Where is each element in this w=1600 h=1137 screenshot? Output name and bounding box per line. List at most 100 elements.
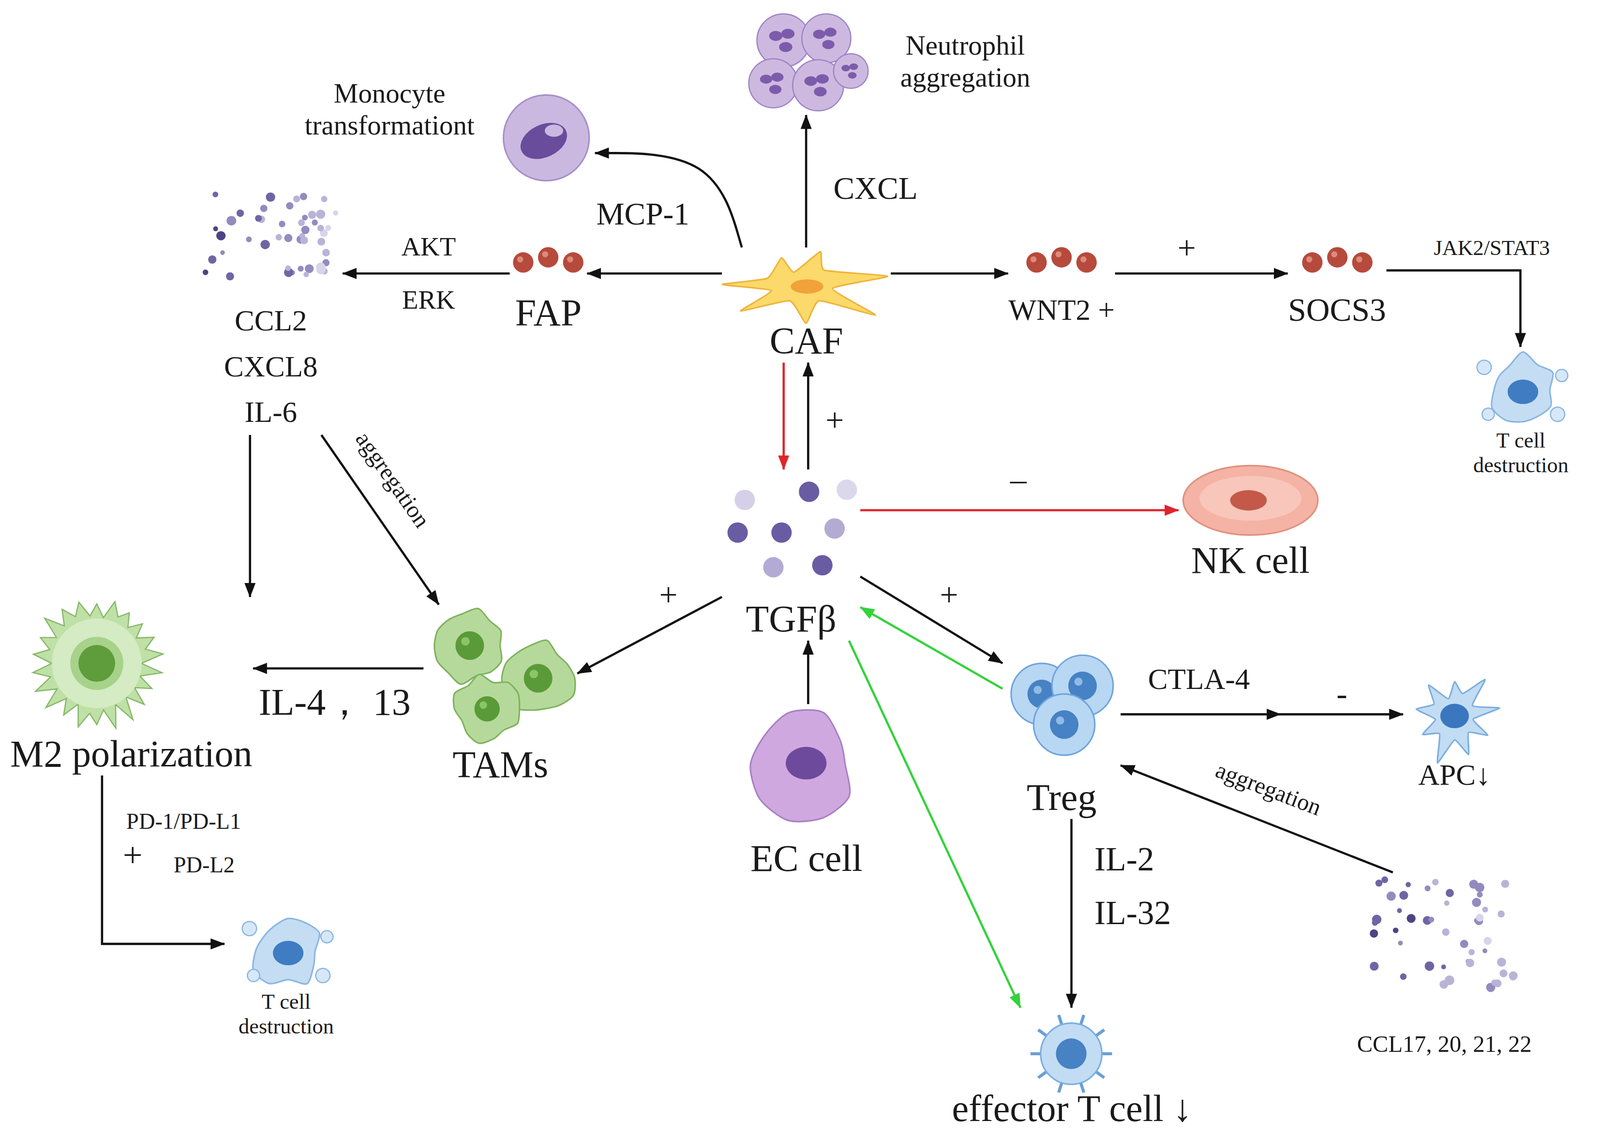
node-label: T cell destruction: [224, 989, 348, 1040]
node-label: Monocyte transformationt: [287, 77, 492, 141]
cell-node: WNT2 +: [1008, 239, 1116, 328]
tcell-fragment: [1555, 369, 1568, 382]
chemokine-dot: [1442, 928, 1450, 936]
cell-node: TGFβ: [721, 469, 861, 641]
chemokine-dot: [1428, 916, 1435, 923]
molecule-highlight: [1330, 251, 1338, 258]
chemokine-dot: [1381, 876, 1389, 884]
chemokine-dot: [1482, 948, 1488, 954]
molecule-highlight: [1305, 256, 1313, 263]
chemokine-dot: [1386, 891, 1396, 901]
tcell-icon: [1469, 346, 1572, 429]
edge-label: JAK2/STAT3: [1433, 235, 1550, 261]
arrow-connector: [860, 607, 1003, 689]
chemokine-dot: [1397, 908, 1403, 913]
cell-node: CCL17, 20, 21, 22: [1356, 872, 1533, 1058]
chemokine-dot: [1399, 891, 1408, 900]
chemokine-dot: [322, 248, 330, 257]
node-label: Treg: [1026, 775, 1097, 820]
cytokine-dot: [771, 522, 792, 543]
chemokine-dot: [1476, 913, 1484, 922]
chemokine-dot: [208, 255, 217, 264]
caf-icon: [722, 247, 891, 325]
annotation-label: -: [1336, 674, 1347, 713]
macrophage-nucleus: [523, 663, 553, 693]
tcell-fragment: [320, 930, 333, 943]
arrow-connector: [1120, 713, 1404, 716]
chemokine-dot: [212, 191, 219, 198]
arrow-connector: [1386, 270, 1521, 347]
molecule-dot: [1301, 252, 1323, 273]
chemokine-dot: [1468, 949, 1475, 956]
neutrophil-body: [748, 59, 798, 108]
cell-node: TAMs: [423, 604, 578, 787]
cell-node: M2 polarization: [10, 597, 254, 776]
cell-node: APC↓: [1403, 671, 1506, 793]
chemokine-dot: [226, 215, 237, 226]
cell-node: Treg: [1002, 653, 1121, 820]
nk-nucleus: [1229, 490, 1267, 511]
chemokine-dot: [332, 210, 339, 216]
nk-icon: [1179, 461, 1322, 539]
macrophage-nucleus: [474, 696, 500, 722]
annotation-label: PD-L2: [173, 852, 235, 879]
treg-icon: [1002, 653, 1121, 756]
chemokine-dot: [308, 210, 317, 220]
dotsR-icon: [509, 239, 587, 281]
chemokine-dot: [317, 238, 326, 246]
neutrophil-lobe: [779, 42, 793, 53]
cell-node: effector T cell ↓: [951, 1007, 1193, 1131]
chemokine-dot: [315, 209, 326, 219]
chemokine-dot: [1499, 969, 1508, 978]
molecule-dot: [1351, 252, 1373, 273]
arrow-connector: [253, 667, 424, 670]
node-label: APC↓: [1418, 757, 1491, 792]
cell-node: T cell destruction: [1459, 346, 1583, 479]
tcell-icon: [235, 908, 338, 990]
chemokine-dot: [220, 250, 225, 255]
cytokine-dot: [762, 557, 784, 578]
chemokine-dot: [260, 204, 268, 212]
chemokine-dot: [275, 234, 283, 241]
chemokine-dot: [1491, 979, 1498, 987]
arrow-connector: [807, 362, 810, 470]
neutrophil-lobe: [769, 30, 783, 42]
chemokine-dot: [1471, 897, 1481, 908]
macrophage-highlight: [461, 637, 470, 646]
cytokine-dot: [811, 555, 833, 576]
edge-label: aggregation: [1211, 756, 1326, 822]
neutrophil-lobe: [804, 76, 818, 87]
chemokine-dot: [1444, 975, 1455, 986]
chemokine-dot: [1496, 957, 1507, 968]
edge-label: MCP-1: [596, 195, 690, 233]
chemokine-dot: [202, 269, 209, 276]
molecule-dot: [1326, 247, 1347, 268]
neutrophil-lobe: [781, 29, 795, 40]
chemokine-dot: [1465, 958, 1475, 968]
molecule-highlight: [542, 251, 549, 258]
arrow-connector: [1115, 272, 1288, 275]
node-label: FAP: [515, 290, 582, 335]
molecule-highlight: [1080, 255, 1087, 263]
chemokine-dot: [299, 193, 308, 201]
chemokine-dot: [301, 225, 310, 235]
molecule-dot: [563, 252, 584, 273]
monocyte-nucleus: [514, 115, 573, 166]
chemokine-dot: [266, 192, 276, 202]
arrow-connector: [807, 640, 810, 704]
chemokine-dot: [321, 195, 328, 203]
molecule-dot: [538, 247, 559, 268]
chemokine-dot: [1405, 882, 1411, 888]
neut-icon: [742, 7, 871, 115]
chemokine-dot: [278, 220, 286, 228]
chemokine-dot: [236, 209, 244, 217]
node-label: EC cell: [750, 836, 863, 881]
chemokine-dot: [1372, 919, 1379, 927]
ec-nucleus: [785, 747, 827, 780]
edge-label: +: [658, 576, 678, 614]
chemokine-dot: [213, 226, 219, 232]
eff-icon: [1023, 1007, 1121, 1095]
mono-icon: [497, 91, 595, 184]
apc-nucleus: [1439, 703, 1469, 729]
edge-label: CTLA-4: [1148, 661, 1251, 696]
